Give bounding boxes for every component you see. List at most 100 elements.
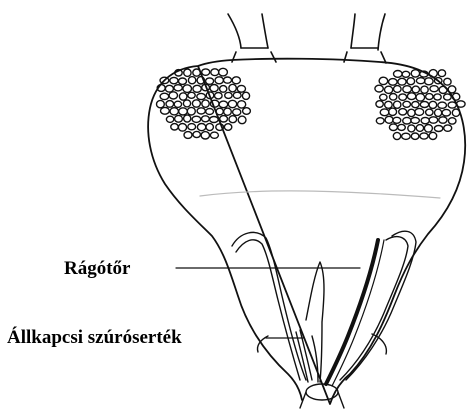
ommatidium <box>415 108 424 115</box>
ommatidium <box>385 86 393 93</box>
ommatidium <box>390 94 397 101</box>
ommatidium <box>438 102 447 108</box>
ommatidium <box>243 108 251 115</box>
ommatidium <box>202 116 210 122</box>
ommatidium <box>394 86 402 93</box>
left-antenna <box>228 14 276 62</box>
ommatidium <box>238 101 246 108</box>
ommatidium <box>399 94 407 100</box>
ommatidium <box>193 69 201 76</box>
ommatidium <box>421 117 429 123</box>
ommatidium <box>403 86 412 93</box>
ommatidium <box>228 100 236 107</box>
ommatidium <box>215 77 223 84</box>
ommatidium <box>219 101 228 108</box>
ommatidium <box>184 132 192 139</box>
ommatidium <box>174 85 182 91</box>
ommatidium <box>183 85 192 93</box>
ommatidium <box>376 118 384 124</box>
ommatidium <box>210 117 219 123</box>
ommatidium <box>188 77 195 84</box>
mandible <box>326 240 378 384</box>
ommatidium <box>211 69 219 76</box>
ommatidium <box>412 102 419 108</box>
ommatidium <box>206 123 213 130</box>
ommatidium <box>438 70 445 77</box>
ommatidium <box>394 71 403 78</box>
ommatidium <box>166 101 174 108</box>
ommatidium <box>220 116 228 122</box>
right-compound-eye <box>375 70 465 140</box>
ommatidium <box>187 107 195 115</box>
ommatidium <box>448 86 456 93</box>
ommatidium <box>193 131 200 137</box>
ommatidium <box>201 132 209 139</box>
ommatidium <box>389 108 397 115</box>
ommatidium <box>411 133 419 139</box>
ommatidium <box>402 133 411 139</box>
ommatidium <box>408 125 415 132</box>
suture-line <box>200 191 440 198</box>
ommatidium <box>407 93 415 100</box>
ommatidium <box>424 125 432 133</box>
ommatidium <box>175 115 183 122</box>
ommatidium <box>408 109 415 116</box>
ommatidium <box>171 124 178 130</box>
ommatidium <box>430 86 438 92</box>
ommatidium <box>411 70 419 77</box>
ommatidium <box>444 125 452 131</box>
ommatidium <box>232 77 240 84</box>
ommatidium <box>197 124 205 131</box>
ommatidium <box>426 109 433 115</box>
ommatidium <box>179 78 187 84</box>
ommatidium <box>224 124 231 131</box>
ommatidium <box>434 94 441 100</box>
ommatidium <box>411 117 420 123</box>
ommatidium <box>380 109 389 116</box>
ommatidium <box>442 109 450 116</box>
ommatidium <box>394 101 401 108</box>
ommatidium <box>179 108 188 115</box>
ommatidium <box>389 79 398 86</box>
ommatidium <box>379 77 388 84</box>
ommatidium <box>238 116 246 124</box>
ommatidium <box>434 126 442 132</box>
ommatidium <box>184 115 191 122</box>
ommatidium <box>179 93 187 100</box>
ommatidium <box>178 124 186 132</box>
ommatidium <box>184 69 191 76</box>
ommatidium <box>452 109 459 116</box>
ommatidium <box>435 109 442 116</box>
ommatidium <box>403 117 411 124</box>
ommatidium <box>224 77 232 83</box>
ommatidium <box>206 78 214 84</box>
ommatidium <box>385 116 393 123</box>
ommatidium <box>393 117 401 123</box>
ommatidium <box>166 116 173 122</box>
ommatidium <box>233 109 241 116</box>
ommatidium <box>393 132 400 139</box>
ommatidium <box>416 94 425 102</box>
ommatidium <box>421 86 428 93</box>
ommatidium <box>425 78 434 85</box>
ommatidium <box>389 124 397 131</box>
ommatidium <box>197 93 206 99</box>
ommatidium <box>188 92 195 98</box>
ommatidium <box>403 101 411 107</box>
ommatidium <box>206 109 214 115</box>
maxillary-stylet-label: Állkapcsi szúróserték <box>7 328 182 347</box>
ommatidium <box>380 94 387 100</box>
ommatidium <box>376 101 383 108</box>
ommatidium <box>439 86 447 93</box>
ommatidium <box>242 92 249 99</box>
ommatidium <box>233 92 241 98</box>
right-antenna <box>344 14 386 63</box>
ommatidium <box>220 86 227 93</box>
ommatidium <box>188 124 196 130</box>
ommatidium <box>170 77 178 83</box>
ommatidium <box>444 94 452 100</box>
ommatidium <box>225 92 232 98</box>
ommatidium <box>210 100 219 107</box>
ommatidium <box>165 85 173 92</box>
ommatidium <box>429 117 438 123</box>
